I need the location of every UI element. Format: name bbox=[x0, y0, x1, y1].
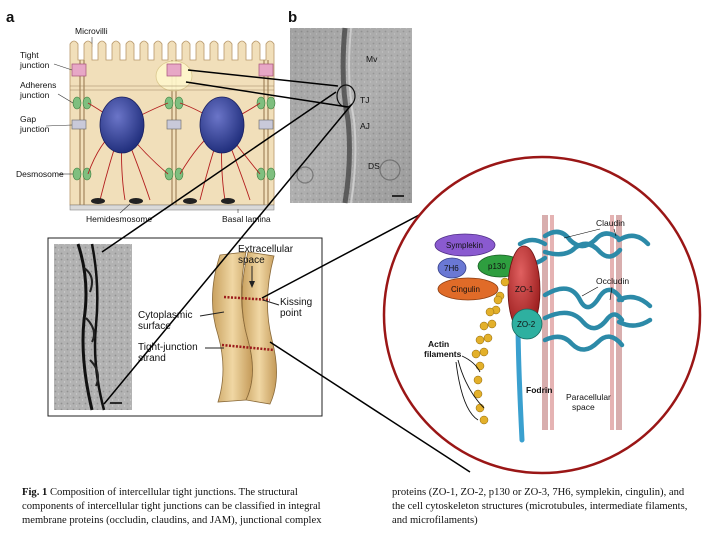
7h6-protein bbox=[437, 257, 467, 279]
actin-bead bbox=[475, 403, 485, 413]
actin-bead bbox=[483, 333, 493, 343]
zo1-label: ZO-1 bbox=[515, 285, 534, 294]
caption-line-text: Composition of intercellular tight junct… bbox=[47, 487, 298, 498]
actin-bead bbox=[475, 361, 485, 371]
caption-label: Fig. 1 bbox=[22, 487, 48, 498]
figure: a Microvilli bbox=[6, 9, 702, 475]
adherens-junction-label: Adherens junction bbox=[19, 80, 59, 100]
tight-junction-strand-label: Tight-junction strand bbox=[138, 342, 200, 364]
zo2-label: ZO-2 bbox=[517, 320, 536, 329]
membrane-sheet-right bbox=[241, 251, 277, 405]
caption-left-column: Fig. 1 Composition of intercellular tigh… bbox=[22, 486, 347, 528]
caption-line: components of intercellular tight juncti… bbox=[22, 501, 321, 512]
gap-junction-label: Gap junction bbox=[19, 114, 50, 134]
molecular-panel: Symplekin 7H6 p130 Cingulin ZO-1 ZO-2 Cl… bbox=[382, 155, 702, 475]
caption-line: and microfilaments) bbox=[392, 515, 478, 526]
cingulin-label: Cingulin bbox=[451, 285, 480, 294]
kissing-point-label: Kissing point bbox=[280, 297, 315, 319]
tj-label: TJ bbox=[360, 95, 369, 105]
hemidesmosome-label: Hemidesmosome bbox=[86, 214, 152, 224]
aj-label: AJ bbox=[360, 121, 370, 131]
tj-strand-beads bbox=[221, 295, 275, 352]
actin-bead bbox=[487, 319, 497, 329]
p130-label: p130 bbox=[488, 262, 506, 271]
cingulin-protein bbox=[437, 277, 499, 301]
actin-filaments-label: Actin filaments bbox=[424, 339, 462, 359]
nucleus bbox=[99, 96, 145, 154]
actin-arrows bbox=[455, 355, 485, 421]
caption-line: membrane proteins (occludin, claudins, a… bbox=[22, 515, 322, 526]
caption-line: Fig. 1 Composition of intercellular tigh… bbox=[22, 486, 347, 500]
actin-bead bbox=[471, 349, 481, 359]
tight-junction-label: Tight junction bbox=[19, 50, 50, 70]
gap-junction-markers bbox=[71, 119, 274, 130]
fodrin-label: Fodrin bbox=[526, 385, 552, 395]
basal-lamina-label: Basal lamina bbox=[222, 214, 271, 224]
extracellular-space-label: Extracellular space bbox=[238, 244, 296, 266]
caption-line: the cell cytoskeleton structures (microt… bbox=[392, 501, 688, 512]
nucleus bbox=[199, 96, 245, 154]
panel-a: a Microvilli bbox=[6, 9, 276, 224]
panel-b: b Mv TJ AJ DS bbox=[288, 9, 412, 204]
actin-bead bbox=[485, 307, 495, 317]
panel-a-letter: a bbox=[6, 9, 15, 26]
hemidesmosome-markers bbox=[91, 198, 235, 204]
microvilli-label: Microvilli bbox=[75, 26, 108, 36]
7h6-label: 7H6 bbox=[444, 264, 459, 273]
paracellular-space-label: Paracellular space bbox=[566, 392, 613, 412]
basal-lamina bbox=[69, 204, 275, 211]
actin-bead bbox=[479, 347, 489, 357]
strand-panel: Extracellular space Kissing point Cytopl… bbox=[47, 237, 323, 417]
zo2-protein bbox=[511, 308, 543, 340]
actin-bead bbox=[479, 321, 489, 331]
actin-bead bbox=[493, 295, 503, 305]
ds-label: DS bbox=[368, 161, 380, 171]
connector-lines bbox=[101, 69, 471, 473]
actin-bead bbox=[473, 375, 483, 385]
actin-bead bbox=[475, 335, 485, 345]
tight-junction-markers bbox=[71, 63, 274, 77]
claudin-label: Claudin bbox=[596, 218, 625, 228]
actin-bead bbox=[500, 277, 510, 287]
caption-line: proteins (ZO-1, ZO-2, p130 or ZO-3, 7H6,… bbox=[392, 487, 685, 498]
symplekin-label: Symplekin bbox=[446, 241, 483, 250]
mv-label: Mv bbox=[366, 54, 378, 64]
actin-bead bbox=[479, 415, 489, 425]
adherens-junction-markers bbox=[72, 96, 276, 110]
desmosome-label: Desmosome bbox=[16, 169, 64, 179]
panel-b-letter: b bbox=[288, 9, 297, 26]
actin-bead bbox=[473, 389, 483, 399]
caption-right-column: proteins (ZO-1, ZO-2, p130 or ZO-3, 7H6,… bbox=[392, 486, 702, 528]
symplekin-protein bbox=[434, 233, 496, 257]
occludin-label: Occludin bbox=[596, 276, 629, 286]
cytoplasmic-surface-label: Cytoplasmic surface bbox=[138, 310, 195, 332]
